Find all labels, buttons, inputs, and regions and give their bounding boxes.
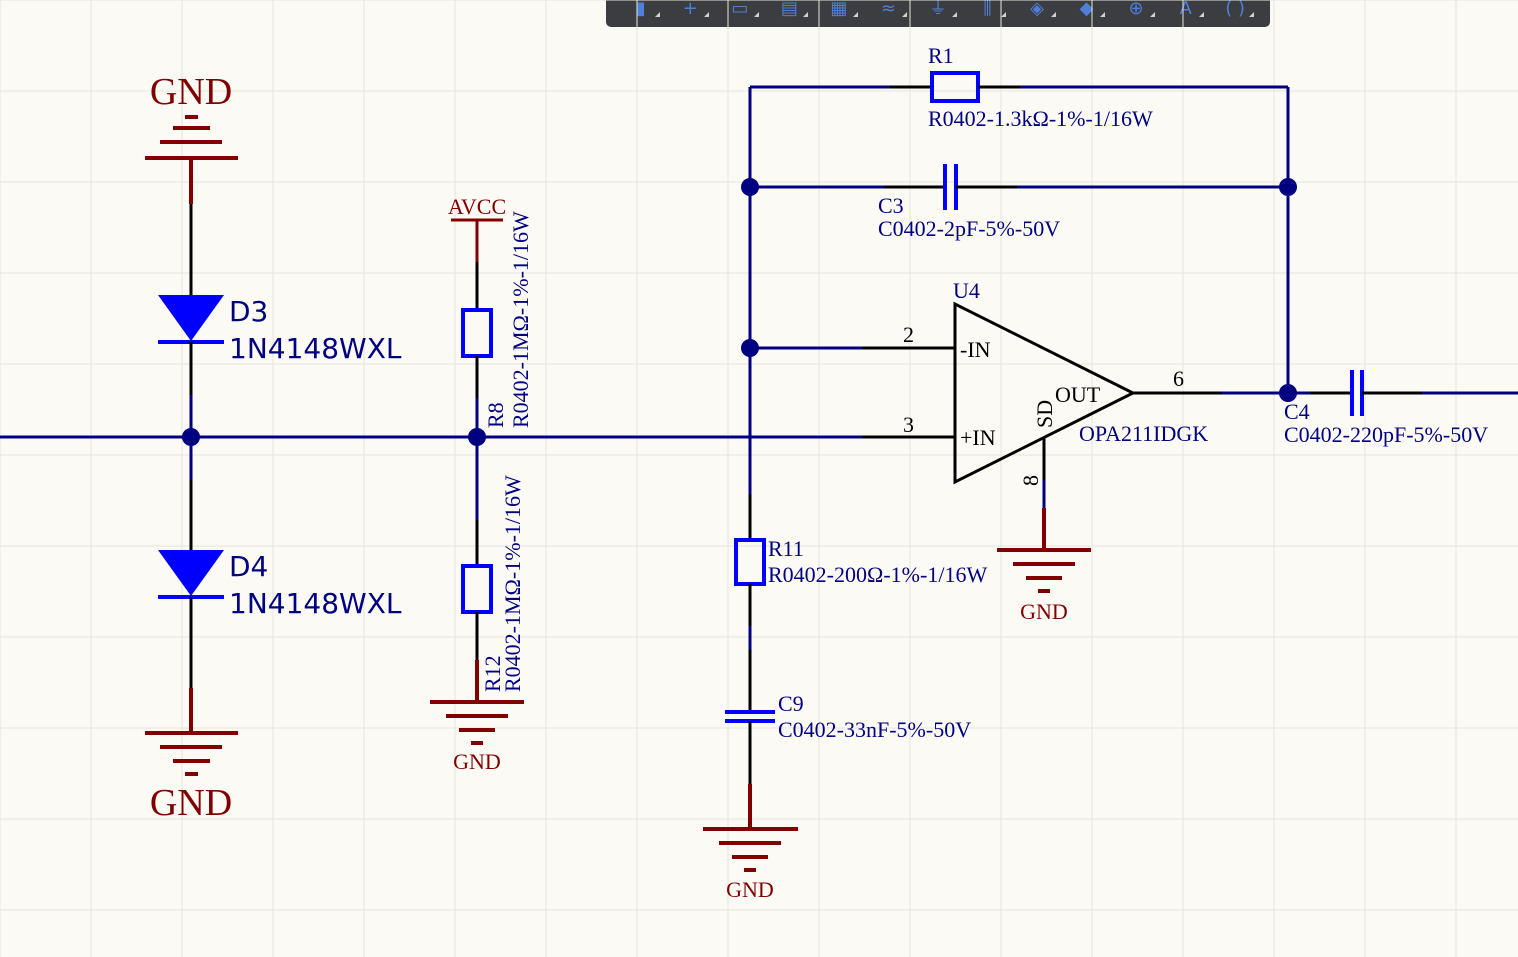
r11-designator: R11 [768, 536, 804, 561]
component-button[interactable]: ▤ [765, 0, 815, 18]
r8-value: R0402-1MΩ-1%-1/16W [508, 211, 533, 428]
junctions [182, 178, 1297, 446]
junction-dot [741, 178, 759, 196]
r1-designator: R1 [928, 43, 954, 68]
resistor-r11-body [734, 538, 766, 586]
power-port-button[interactable]: ⏚ [913, 0, 963, 18]
arc-button[interactable]: ( ) [1210, 0, 1260, 18]
avcc-label: AVCC [448, 194, 506, 219]
resistor-r1-body [930, 71, 980, 103]
r12-value: R0402-1MΩ-1%-1/16W [500, 475, 525, 692]
c3-value: C0402-2pF-5%-50V [878, 216, 1060, 241]
u4-designator: U4 [953, 278, 980, 303]
u4-pin-inv-num: 2 [903, 322, 914, 347]
gnd-port-r12[interactable]: GND [430, 660, 524, 774]
resistor-r8-body [461, 308, 493, 358]
junction-dot [1279, 384, 1297, 402]
capacitor-c3[interactable]: C3 C0402-2pF-5%-50V [878, 164, 1060, 241]
diode-d4-body [158, 550, 224, 596]
diode-d3-body [158, 295, 224, 341]
r8-designator: R8 [483, 402, 508, 428]
pin-button[interactable]: ▮ [616, 0, 666, 18]
select-area-icon: ▭ [731, 0, 749, 19]
u4-pin-inv-name: -IN [960, 337, 991, 362]
resistor-r11[interactable]: R11 R0402-200Ω-1%-1/16W [734, 494, 987, 626]
probe-icon: ⊕ [1128, 0, 1144, 19]
r1-value: R0402-1.3kΩ-1%-1/16W [928, 106, 1153, 131]
gnd-u4-label: GND [1020, 599, 1068, 624]
directive-icon: ◆ [1079, 0, 1094, 19]
gnd-r12-label: GND [453, 749, 501, 774]
wires [0, 85, 1518, 650]
junction-dot [468, 428, 486, 446]
directive-button[interactable]: ◆ [1062, 0, 1112, 18]
d4-designator: D4 [229, 550, 268, 583]
c9-designator: C9 [778, 691, 804, 716]
c3-designator: C3 [878, 193, 904, 218]
u4-pin-noninv-name: +IN [960, 425, 996, 450]
capacitor-c4[interactable]: C4 C0402-220pF-5%-50V [1284, 370, 1488, 447]
pin-icon: ▮ [635, 0, 646, 19]
gnd-port-c9[interactable]: GND [703, 784, 798, 902]
resistor-r12[interactable]: R12 R0402-1MΩ-1%-1/16W [461, 475, 525, 692]
u4-pin-sd-name: SD [1032, 400, 1057, 428]
r12-designator: R12 [480, 655, 505, 692]
r11-value: R0402-200Ω-1%-1/16W [768, 562, 987, 587]
d4-value: 1N4148WXL [229, 587, 402, 620]
resistor-r8[interactable]: R8 R0402-1MΩ-1%-1/16W [461, 211, 533, 428]
opamp-u4[interactable]: U4 OPA211IDGK -IN +IN OUT SD 2 3 6 8 [862, 278, 1222, 486]
u4-pin-sd-num: 8 [1018, 475, 1043, 486]
c4-value: C0402-220pF-5%-50V [1284, 422, 1488, 447]
u4-value: OPA211IDGK [1079, 421, 1208, 446]
resistor-r1[interactable]: R1 R0402-1.3kΩ-1%-1/16W [890, 43, 1153, 131]
net-icon: ≈ [880, 0, 896, 19]
wire-button[interactable]: + [666, 0, 716, 18]
u4-pin-noninv-num: 3 [903, 412, 914, 437]
bus-icon: ⫼ [983, 0, 992, 19]
gnd-port-u4[interactable]: GND [997, 508, 1091, 624]
part-button[interactable]: ▦ [814, 0, 864, 18]
gnd-c9-label: GND [726, 877, 774, 902]
gnd-port-bottom[interactable]: GND [145, 688, 238, 824]
probe-button[interactable]: ⊕ [1111, 0, 1161, 18]
c4-designator: C4 [1284, 399, 1310, 424]
diode-d3[interactable]: D3 1N4148WXL [158, 204, 402, 395]
component-icon: ▤ [780, 0, 798, 19]
net-button[interactable]: ≈ [864, 0, 914, 18]
gnd-top-label: GND [150, 71, 232, 113]
junction-dot [182, 428, 200, 446]
u4-pin-out-num: 6 [1173, 366, 1184, 391]
avcc-port[interactable]: AVCC [448, 194, 506, 262]
arc-icon: ( ) [1225, 0, 1246, 19]
bus-button[interactable]: ⫼ [963, 0, 1013, 18]
select-area-button[interactable]: ▭ [715, 0, 765, 18]
d3-value: 1N4148WXL [229, 332, 402, 365]
d3-designator: D3 [229, 295, 268, 328]
capacitor-c9[interactable]: C9 C0402-33nF-5%-50V [725, 650, 971, 784]
wire-icon: + [682, 0, 698, 19]
diode-d4[interactable]: D4 1N4148WXL [158, 480, 402, 688]
power-port-icon: ⏚ [928, 0, 947, 19]
harness-button[interactable]: ◈ [1012, 0, 1062, 18]
harness-icon: ◈ [1030, 0, 1044, 19]
part-icon: ▦ [830, 0, 848, 19]
c9-value: C0402-33nF-5%-50V [778, 717, 971, 742]
u4-pin-out-name: OUT [1055, 382, 1101, 407]
opamp-u4-body [953, 301, 1137, 485]
active-bar-toolbar: ▮+▭▤▦≈⏚⫼◈◆⊕A( ) [606, 0, 1270, 27]
gnd-bottom-label: GND [150, 782, 232, 824]
junction-dot [1279, 178, 1297, 196]
gnd-port-top[interactable]: GND [145, 71, 238, 204]
junction-dot [741, 339, 759, 357]
resistor-r12-body [461, 564, 493, 614]
